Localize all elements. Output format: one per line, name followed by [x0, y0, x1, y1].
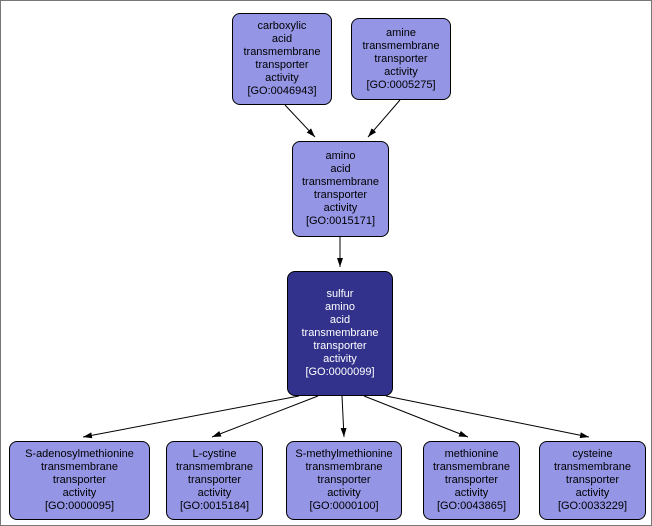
node-go-id: [GO:0033229]	[557, 500, 628, 512]
node-label: amino acid transmembrane transporter act…	[301, 150, 380, 214]
node-go-id: [GO:0046943]	[247, 85, 317, 97]
node-label: cysteine transmembrane transporter activ…	[553, 448, 632, 499]
node-go-id: [GO:0015171]	[305, 215, 376, 227]
node-go-id: [GO:0000100]	[309, 500, 379, 512]
go-node-s-methylmethionine-transmembrane-transporter-activity[interactable]: S-methylmethionine transmembrane transpo…	[286, 441, 402, 520]
go-node-cysteine-transmembrane-transporter-activity[interactable]: cysteine transmembrane transporter activ…	[539, 441, 646, 520]
node-label: S-methylmethionine transmembrane transpo…	[295, 448, 393, 499]
node-go-id: [GO:0000095]	[44, 500, 115, 512]
go-node-s-adenosylmethionine-transmembrane-transporter-activity[interactable]: S-adenosylmethionine transmembrane trans…	[9, 441, 150, 520]
edge-sulfur-to-s-methylmethionine	[340, 395, 347, 438]
node-label: S-adenosylmethionine transmembrane trans…	[25, 448, 134, 499]
go-node-sulfur-amino-acid-transmembrane-transporter-activity[interactable]: sulfur amino acid transmembrane transpor…	[287, 271, 393, 396]
edge-sulfur-to-l-cystine	[211, 395, 319, 438]
go-node-l-cystine-transmembrane-transporter-activity[interactable]: L-cystine transmembrane transporter acti…	[166, 441, 263, 520]
node-go-id: [GO:0043865]	[436, 500, 507, 512]
edge-amine-to-amino	[367, 99, 401, 138]
edge-sulfur-to-cysteine	[385, 395, 590, 439]
edge-sulfur-to-methionine	[363, 395, 469, 438]
node-label: amine transmembrane transporter activity	[362, 26, 440, 78]
node-label: methionine transmembrane transporter act…	[432, 448, 511, 499]
go-node-amino-acid-transmembrane-transporter-activity[interactable]: amino acid transmembrane transporter act…	[292, 141, 389, 237]
node-label: L-cystine transmembrane transporter acti…	[175, 448, 254, 499]
edge-sulfur-to-s-adenosylmethionine	[82, 395, 300, 439]
go-node-methionine-transmembrane-transporter-activity[interactable]: methionine transmembrane transporter act…	[423, 441, 520, 520]
node-go-id: [GO:0005275]	[366, 78, 436, 91]
go-node-amine-transmembrane-transporter-activity[interactable]: amine transmembrane transporter activity…	[351, 18, 451, 100]
node-go-id: [GO:0015184]	[179, 500, 250, 512]
node-label: carboxylic acid transmembrane transporte…	[243, 20, 321, 84]
node-go-id: [GO:0000099]	[305, 366, 375, 378]
go-node-carboxylic-acid-transmembrane-transporter-activity[interactable]: carboxylic acid transmembrane transporte…	[232, 13, 332, 105]
node-label: sulfur amino acid transmembrane transpor…	[301, 288, 379, 365]
edge-carboxylic-to-amino	[284, 104, 316, 138]
